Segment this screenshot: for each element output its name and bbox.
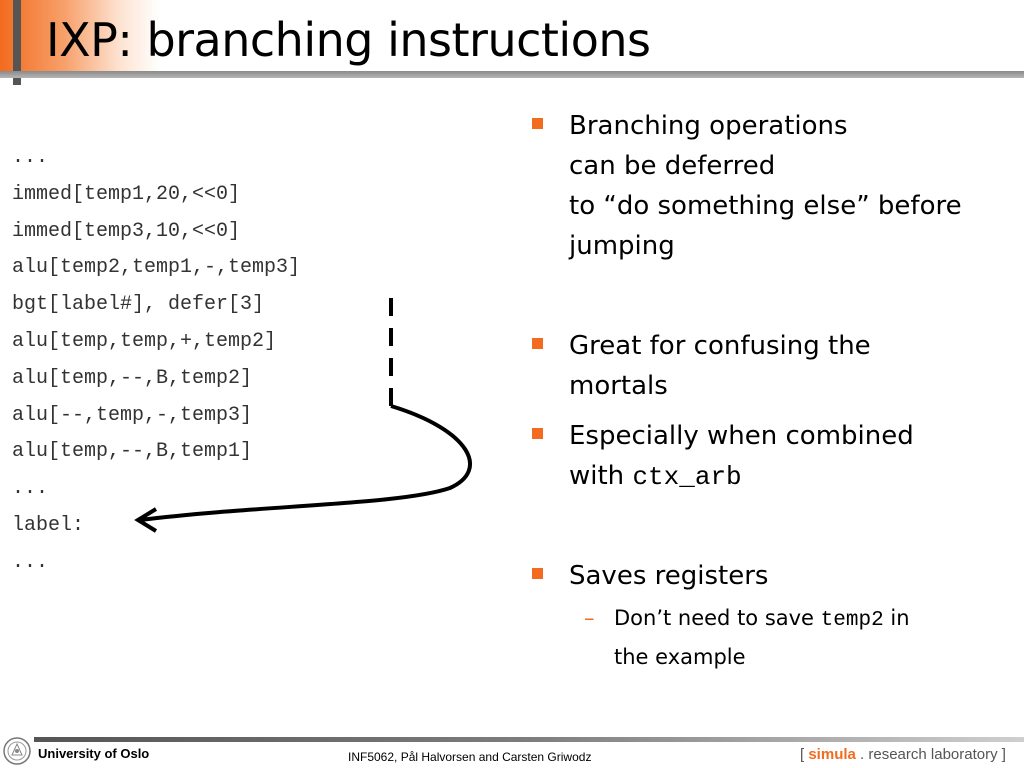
sub-bullet-line: Don’t need to save temp2 in — [614, 600, 910, 639]
code-listing: ... immed[temp1,20,<<0] immed[temp3,10,<… — [12, 144, 300, 586]
footer-rule — [34, 737, 1024, 742]
code-line: ... — [12, 146, 49, 169]
sub-bullet-text: Don’t need to save — [614, 606, 821, 630]
code-line: bgt[label#], defer[3] — [12, 293, 265, 317]
title-vertical-bar — [13, 0, 21, 85]
bullet-line: jumping — [569, 231, 675, 261]
bullet-text: with — [569, 461, 633, 491]
bullet-line: Branching operations — [569, 111, 848, 141]
inline-code: ctx_arb — [632, 462, 742, 492]
bullet-line: Great for confusing the — [569, 331, 871, 361]
logo-bracket: [ — [800, 746, 809, 763]
bullet-line: Saves registers — [569, 561, 769, 591]
sub-bullet-item: – Don’t need to save temp2 in the exampl… — [584, 600, 910, 675]
title-accent-gradient — [0, 0, 160, 78]
orange-square-bullet-icon — [532, 428, 543, 439]
sub-bullet-text: in — [883, 606, 910, 630]
bullet-item: Branching operations can be deferred to … — [532, 106, 962, 266]
logo-brand: simula — [808, 746, 856, 763]
code-line: ... — [12, 477, 49, 501]
bullet-line: with ctx_arb — [569, 456, 914, 497]
bullet-item: Especially when combined with ctx_arb — [532, 416, 914, 497]
university-name: University of Oslo — [38, 746, 150, 761]
bullet-line: Especially when combined — [569, 421, 914, 451]
orange-square-bullet-icon — [532, 338, 543, 349]
sub-bullet-line: the example — [614, 645, 746, 669]
course-authors: INF5062, Pål Halvorsen and Carsten Griwo… — [348, 750, 592, 764]
code-line: alu[temp2,temp1,-,temp3] — [12, 256, 301, 280]
university-seal-icon — [3, 737, 31, 765]
orange-square-bullet-icon — [532, 568, 543, 579]
code-line: immed[temp1,20,<<0] — [12, 182, 241, 206]
logo-text: . research laboratory ] — [855, 746, 1006, 763]
bullet-line: can be deferred — [569, 151, 776, 181]
code-line: label: — [12, 513, 85, 537]
orange-dash-icon: – — [584, 606, 595, 630]
code-line: ... — [12, 550, 49, 574]
code-line: immed[temp3,10,<<0] — [12, 219, 241, 243]
bullet-item: Great for confusing the mortals — [532, 326, 871, 406]
slide-title: IXP: branching instructions — [46, 13, 651, 67]
code-line: alu[--,temp,-,temp3] — [12, 403, 253, 427]
bullet-line: to “do something else” before — [569, 191, 962, 221]
inline-code: temp2 — [820, 609, 884, 632]
bullet-line: mortals — [569, 371, 668, 401]
bullet-item: Saves registers — [532, 556, 768, 596]
code-line: alu[temp,temp,+,temp2] — [12, 329, 277, 353]
simula-logo: [ simula . research laboratory ] — [800, 746, 1006, 763]
code-line: alu[temp,--,B,temp2] — [12, 366, 253, 390]
title-rule — [0, 71, 1024, 78]
code-line: alu[temp,--,B,temp1] — [12, 440, 253, 464]
orange-square-bullet-icon — [532, 118, 543, 129]
